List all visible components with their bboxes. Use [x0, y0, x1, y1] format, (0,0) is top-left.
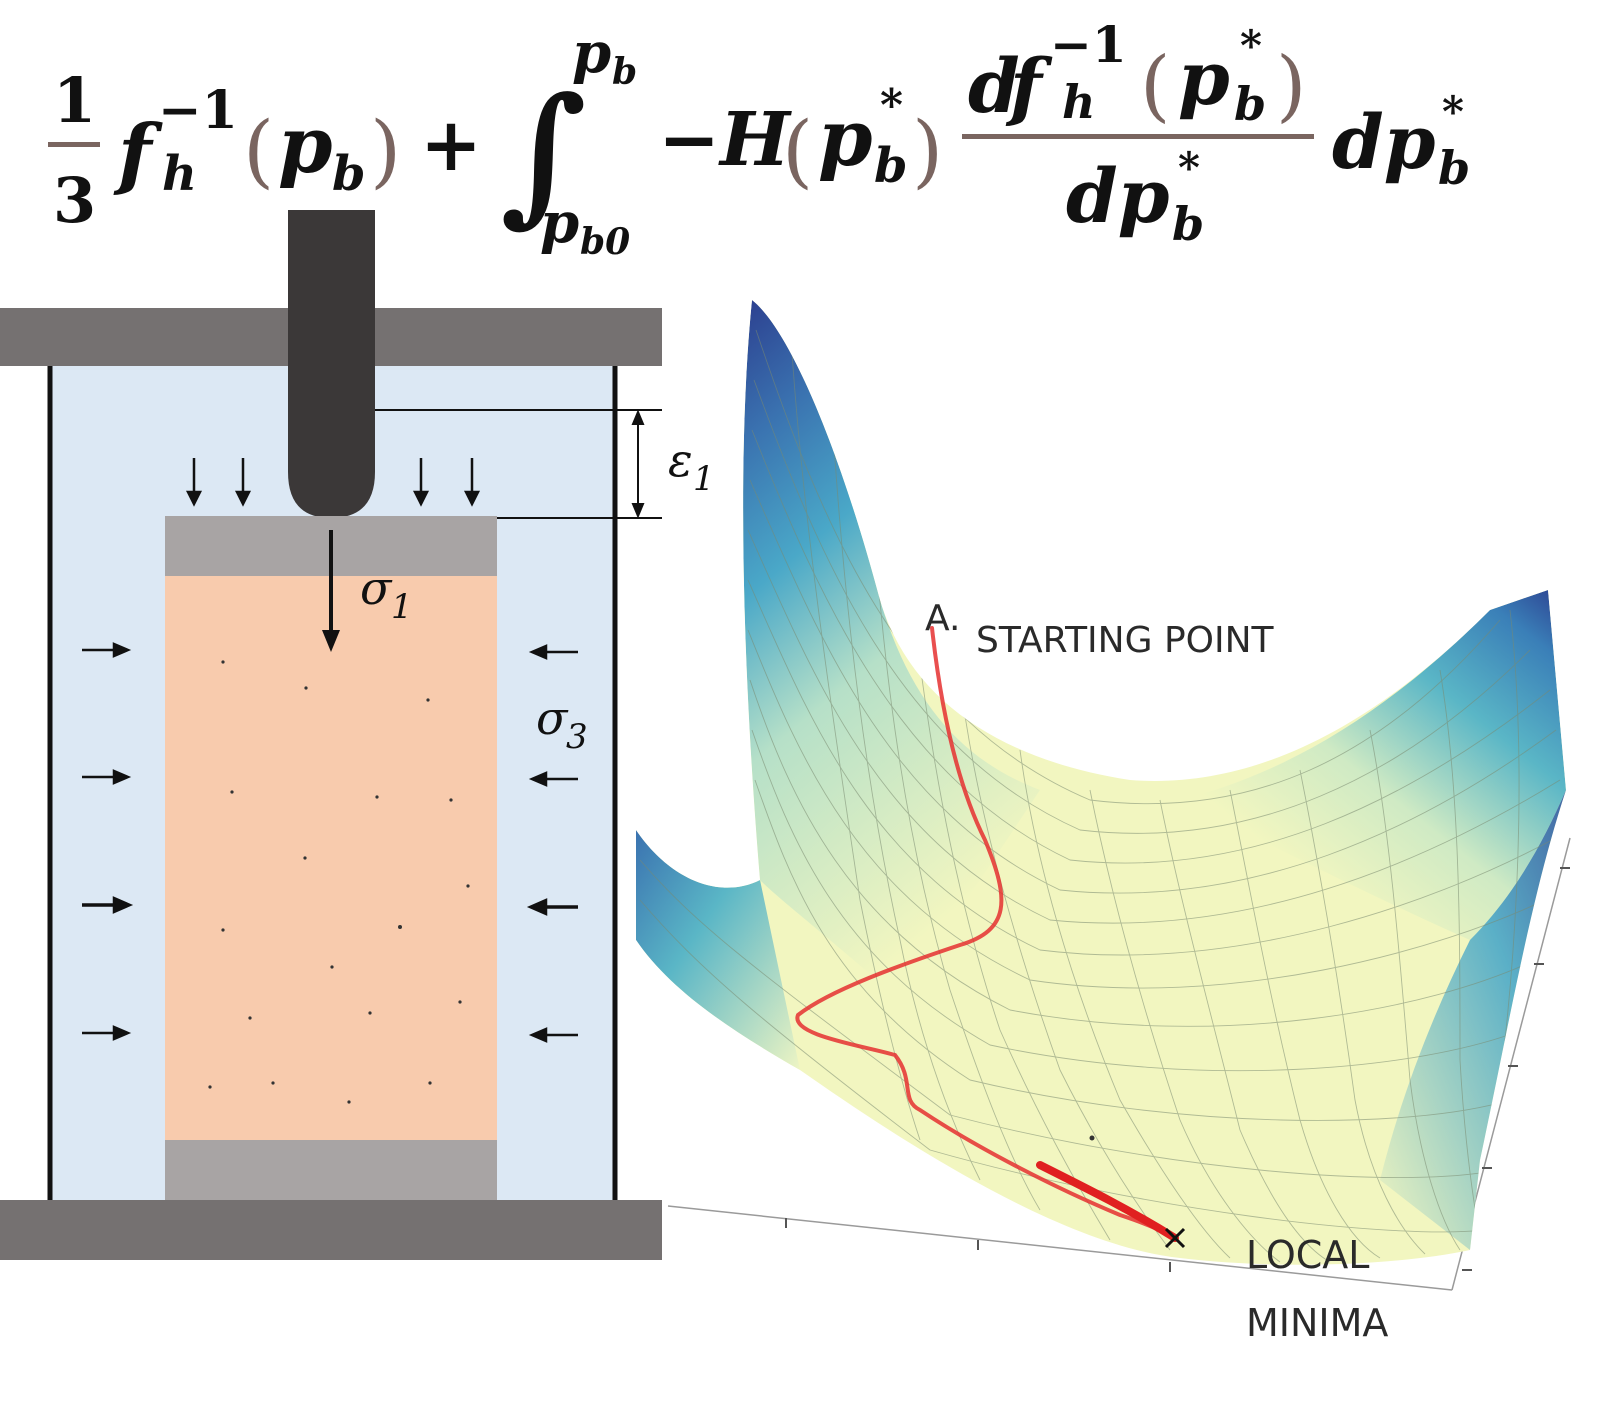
- loading-piston: [288, 210, 375, 518]
- right-paren-2: ): [912, 104, 943, 197]
- surface-dot: [1089, 1135, 1095, 1141]
- p-b-subscript-2: b: [874, 138, 908, 194]
- loss-surface: A. STARTING POINT LOCAL MINIMA: [636, 300, 1571, 1345]
- left-flap-face: [636, 830, 800, 1070]
- left-paren-2: (: [782, 104, 813, 197]
- left-paren-3: (: [1140, 41, 1170, 131]
- p-b-subscript-1: b: [332, 146, 366, 202]
- top-pressure-arrows: [185, 458, 481, 507]
- fraction-numerator: 1: [53, 64, 96, 137]
- f-h-subscript-num: h: [1062, 75, 1095, 129]
- p-symbol-3: p: [1178, 36, 1230, 122]
- sigma3-subscript: 3: [566, 717, 588, 757]
- dp-star-denominator: *: [1178, 143, 1200, 192]
- fraction-bar: [48, 142, 100, 147]
- f-symbol-num: f: [1005, 44, 1053, 130]
- bottom-plate: [0, 1200, 662, 1260]
- dp-denominator: dp: [1066, 154, 1169, 240]
- right-paren-1: ): [370, 104, 401, 197]
- upper-limit-b: b: [612, 51, 637, 93]
- p-symbol-1: p: [278, 100, 333, 191]
- sigma1-subscript: 1: [391, 587, 413, 627]
- dp-b-subscript-denominator: b: [1172, 197, 1204, 251]
- p-symbol-2: p: [818, 93, 873, 184]
- sigma3-label: σ: [536, 691, 569, 745]
- dp-differential: dp: [1332, 100, 1435, 186]
- left-confining-arrows: [82, 642, 134, 1041]
- dp-differential-b: b: [1438, 141, 1470, 195]
- epsilon1-subscript: 1: [693, 459, 715, 499]
- left-paren-1: (: [243, 104, 274, 197]
- descent-path: [795, 626, 1177, 1240]
- p-star-3: *: [1240, 21, 1262, 70]
- f-inverse-superscript: −1: [158, 80, 238, 141]
- epsilon1-label: ε: [668, 433, 693, 487]
- left-ridge-face: [743, 300, 1040, 1000]
- soil-specimen: [165, 576, 497, 1140]
- soil-particles: [208, 660, 470, 1104]
- right-paren-3: ): [1276, 41, 1306, 131]
- sigma1-arrow: [322, 530, 340, 652]
- integral-sign: ∫: [500, 65, 587, 241]
- start-label: STARTING POINT: [976, 620, 1275, 661]
- derivative-fraction-bar: [962, 134, 1314, 139]
- right-lower-face: [1380, 790, 1566, 1250]
- right-confining-arrows: [526, 644, 578, 1043]
- f-symbol: f: [113, 108, 163, 199]
- plus-sign: +: [420, 102, 482, 188]
- p-star-2: *: [880, 80, 903, 131]
- right-ridge-face: [1180, 590, 1566, 940]
- start-marker: A.: [925, 598, 960, 639]
- p-b-subscript-3: b: [1234, 77, 1266, 131]
- end-label-line1: LOCAL: [1246, 1233, 1369, 1277]
- upper-limit-p: p: [572, 20, 611, 86]
- triaxial-apparatus: σ 1 σ 3 ε 1: [0, 210, 715, 1260]
- descent-path-end: [1036, 1161, 1179, 1242]
- end-label-line2: MINIMA: [1246, 1301, 1388, 1345]
- bottom-cap: [165, 1140, 497, 1200]
- d-symbol-num: d: [968, 44, 1020, 130]
- fraction-denominator: 3: [53, 164, 96, 237]
- minus-H: −H: [658, 97, 792, 183]
- equation: 1 3 f −1 h ( p b ) + ∫ p b p b0 −H ( p *…: [48, 15, 1470, 263]
- f-h-subscript: h: [162, 146, 197, 202]
- epsilon1-dimension: [375, 409, 662, 519]
- lower-limit-p: p: [540, 190, 579, 256]
- sigma1-label: σ: [360, 561, 393, 615]
- f-inverse-superscript-num: −1: [1050, 15, 1127, 74]
- dp-differential-star: *: [1442, 87, 1464, 136]
- lower-limit-b0: b0: [580, 221, 630, 263]
- minimum-marker-icon: [1164, 1227, 1186, 1249]
